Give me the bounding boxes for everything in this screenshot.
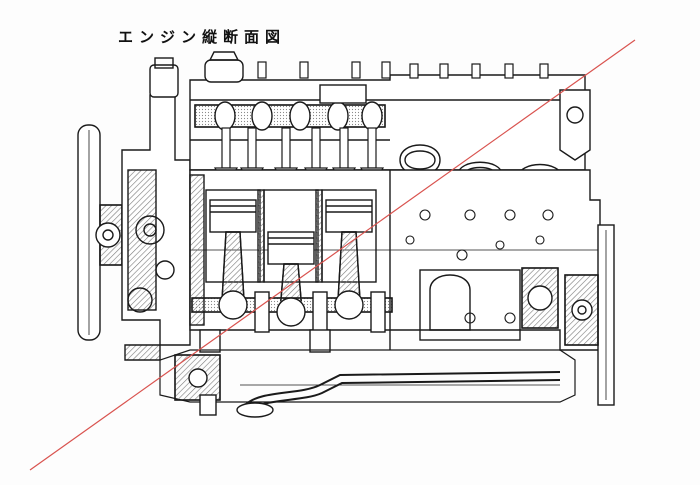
oil-pickup-tube	[174, 354, 561, 418]
flywheel	[564, 224, 615, 406]
diagram-title: エンジン縦断面図	[118, 28, 287, 46]
oil-pan	[159, 349, 576, 403]
red-diagonal-line	[29, 39, 636, 471]
camshaft	[194, 84, 386, 131]
connecting-rod	[221, 231, 361, 311]
main-bearing	[419, 267, 559, 341]
timing-cover	[121, 57, 191, 361]
piston	[209, 199, 373, 265]
fan-icon	[77, 124, 123, 341]
